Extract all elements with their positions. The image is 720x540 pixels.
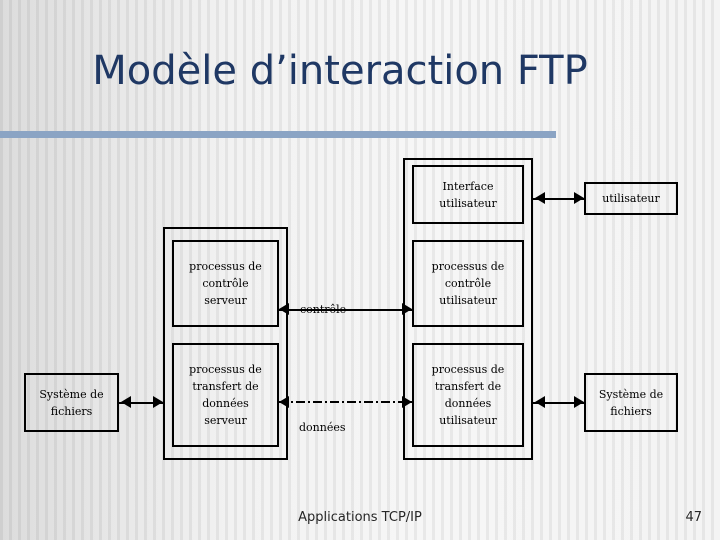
client-control-process-box[interactable]: processus de contrôle utilisateur: [412, 240, 524, 327]
arrowhead-server-filesystem-right: [153, 396, 163, 408]
server-transfer-process-box[interactable]: processus de transfert de données serveu…: [172, 343, 279, 447]
server-transfer-line-4: serveur: [204, 414, 247, 427]
client-transfer-process-box[interactable]: processus de transfert de données utilis…: [412, 343, 524, 447]
client-control-line-1: processus de: [431, 260, 505, 273]
arrowhead-data-right: [402, 396, 412, 408]
server-transfer-line-1: processus de: [189, 363, 262, 376]
client-filesystem-line-1: Système de: [598, 387, 664, 401]
arrowhead-data-left: [279, 396, 289, 408]
arrowhead-client-user-right: [574, 192, 584, 204]
footer-title: Applications TCP/IP: [298, 510, 422, 525]
arrowhead-control-right: [402, 303, 412, 315]
footer-page-number: 47: [685, 510, 702, 525]
connector-client-filesystem-line: [533, 402, 584, 404]
client-user-line-1: utilisateur: [602, 192, 660, 205]
client-user-box[interactable]: utilisateur: [584, 182, 678, 215]
client-transfer-line-1: processus de: [431, 363, 505, 376]
arrowhead-control-left: [279, 303, 289, 315]
client-transfer-line-4: utilisateur: [439, 414, 497, 427]
client-transfer-line-3: données: [444, 397, 492, 410]
server-filesystem-box[interactable]: Système de fichiers: [24, 373, 119, 432]
server-filesystem-line-2: fichiers: [50, 404, 93, 418]
server-transfer-line-2: transfert de: [192, 380, 259, 393]
connector-control-line: [279, 309, 412, 311]
client-user-interface-box[interactable]: Interface utilisateur: [412, 165, 524, 224]
page-title: Modèle d’interaction FTP: [92, 48, 588, 94]
arrowhead-client-filesystem-right: [574, 396, 584, 408]
connector-data-label: données: [299, 421, 346, 434]
client-transfer-line-2: transfert de: [434, 380, 502, 393]
server-control-process-box[interactable]: processus de contrôle serveur: [172, 240, 279, 327]
client-ui-line-1: Interface: [442, 179, 494, 193]
client-control-line-2: contrôle: [444, 277, 492, 290]
server-control-line-3: serveur: [204, 294, 247, 307]
server-transfer-line-3: données: [202, 397, 249, 410]
connector-client-user-line: [533, 198, 584, 200]
arrowhead-client-user-left: [535, 192, 545, 204]
server-control-line-1: processus de: [189, 260, 262, 273]
connector-server-filesystem-line: [119, 402, 163, 404]
server-control-line-2: contrôle: [202, 277, 249, 290]
arrowhead-client-filesystem-left: [535, 396, 545, 408]
server-filesystem-line-1: Système de: [39, 387, 104, 401]
client-filesystem-box[interactable]: Système de fichiers: [584, 373, 678, 432]
client-filesystem-line-2: fichiers: [610, 404, 652, 418]
connector-data-dashdot-line: [279, 401, 413, 403]
arrowhead-server-filesystem-left: [121, 396, 131, 408]
title-underline-rule: [0, 131, 556, 138]
server-container: [163, 227, 288, 460]
client-control-line-3: utilisateur: [439, 294, 497, 307]
client-ui-line-2: utilisateur: [439, 196, 497, 210]
connector-control-label: contrôle: [300, 303, 347, 316]
